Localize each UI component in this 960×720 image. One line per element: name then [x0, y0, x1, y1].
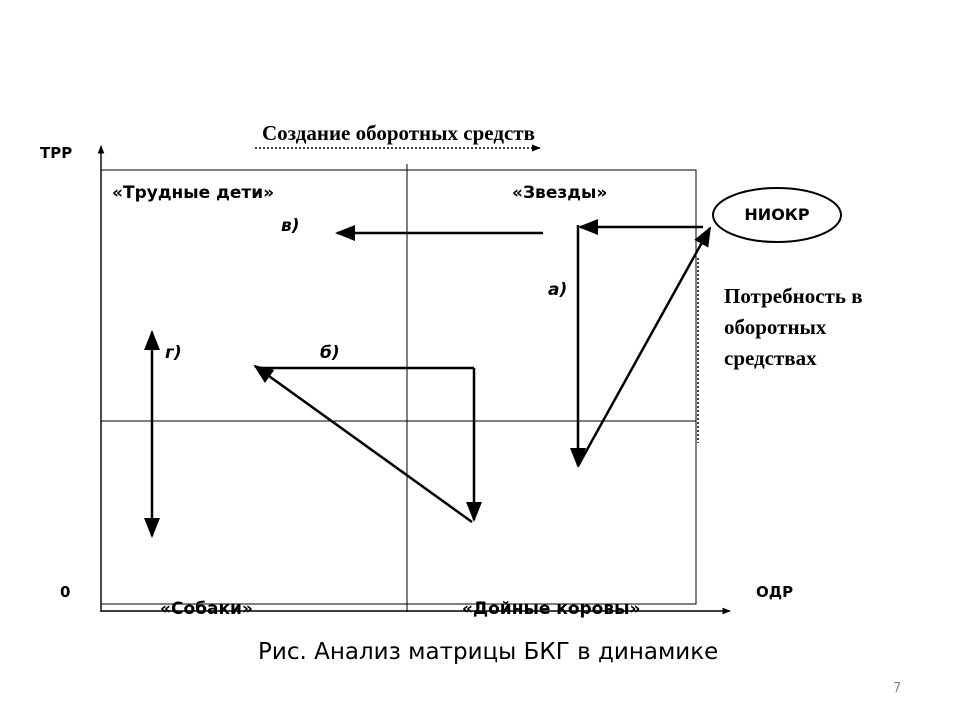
movement-label-a: а): [548, 280, 568, 300]
rnd-ellipse: [712, 187, 842, 243]
quadrant-dogs: «Собаки»: [160, 599, 253, 619]
movement-label-v: в): [281, 216, 300, 236]
arrow-b-diagonal: [253, 364, 473, 524]
figure-caption: Рис. Анализ матрицы БКГ в динамике: [258, 639, 719, 665]
arrow-a-diagonal: [576, 226, 712, 467]
capital-creation-title: Создание оборотных средств: [262, 121, 535, 145]
x-axis-label: ОДР: [756, 583, 794, 601]
quadrant-question-marks: «Трудные дети»: [112, 183, 275, 203]
rnd-label: НИОКР: [744, 205, 810, 224]
working-capital-need-label: Потребность в оборотных средствах: [724, 284, 863, 370]
y-axis-label: ТРР: [40, 144, 73, 162]
origin-label: 0: [60, 583, 71, 601]
matrix-frame: [100, 169, 697, 605]
quadrant-stars: «Звезды»: [512, 183, 608, 203]
movement-label-g: г): [165, 343, 182, 363]
movement-label-b: б): [320, 343, 340, 363]
quadrant-cash-cows: «Дойные коровы»: [462, 599, 641, 619]
page-number: 7: [893, 681, 902, 696]
